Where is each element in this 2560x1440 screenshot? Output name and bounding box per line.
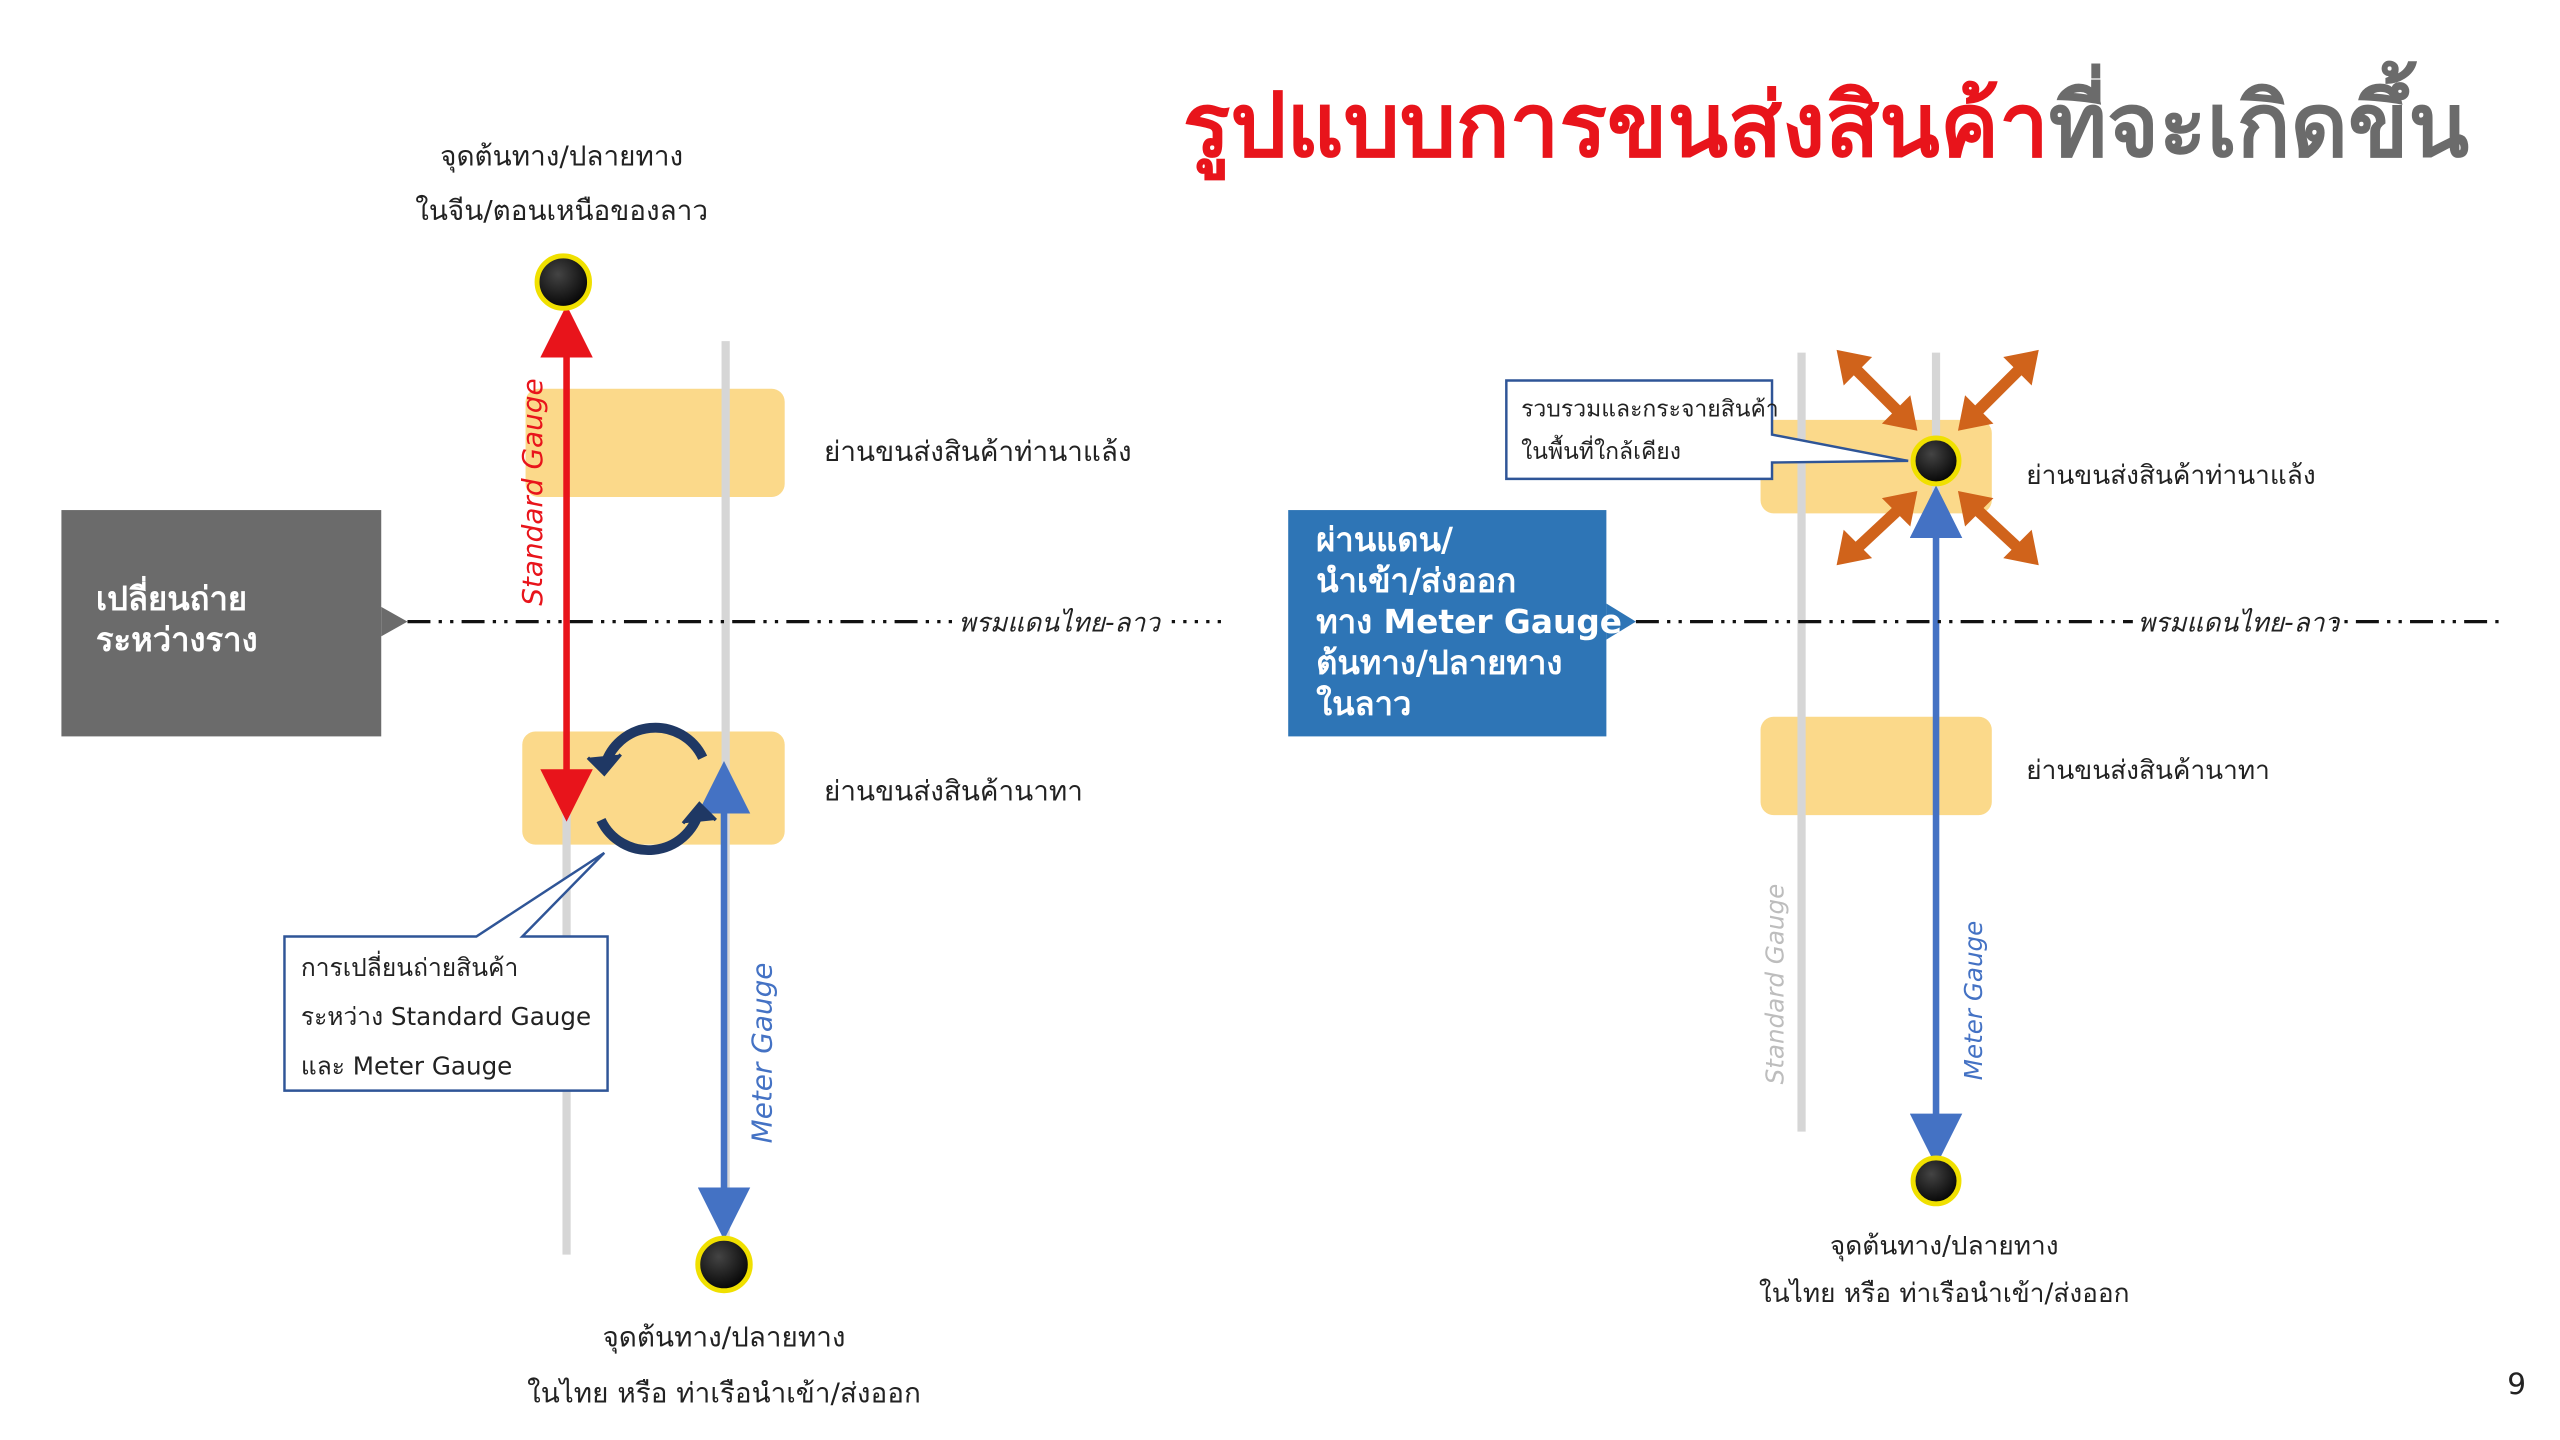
transfer-cycle-icon (586, 722, 717, 856)
right-side-box: ผ่านแดน/ นำเข้า/ส่งออก ทาง Meter Gauge ต… (1288, 510, 1636, 737)
left-diagram: จุดต้นทาง/ปลายทาง ในจีน/ตอนเหนือของลาว S… (61, 140, 1223, 1409)
left-side-box: เปลี่ยนถ่าย ระหว่างราง (61, 510, 408, 737)
right-bottom-origin-line1: จุดต้นทาง/ปลายทาง (1830, 1232, 2059, 1262)
right-side-box-line4: ต้นทาง/ปลายทาง (1316, 644, 1562, 682)
left-side-box-line1: เปลี่ยนถ่าย (96, 575, 247, 618)
left-bottom-node (695, 1235, 753, 1294)
right-bottom-origin-line2: ในไทย หรือ ท่าเรือนำเข้า/ส่งออก (1759, 1278, 2130, 1309)
title-gray-part: ที่จะเกิดขึ้น (2049, 60, 2469, 177)
title-red-part: รูปแบบการขนส่งสินค้า (1183, 74, 2049, 181)
right-zone-bottom (1760, 716, 1992, 816)
right-zone-top-label: ย่านขนส่งสินค้าท่านาแล้ง (2026, 461, 2315, 491)
right-zone-bottom-label: ย่านขนส่งสินค้านาทา (2026, 756, 2270, 786)
distribution-arrows-icon (1836, 349, 2039, 566)
left-callout-line2: ระหว่าง Standard Gauge (301, 1002, 591, 1031)
right-standard-gauge-label: Standard Gauge (1761, 884, 1790, 1085)
left-border-label: พรมแดนไทย-ลาว (959, 607, 1162, 638)
right-top-node (1910, 435, 1962, 487)
meter-gauge-label: Meter Gauge (746, 963, 779, 1144)
left-zone-bottom (522, 731, 785, 845)
right-callout-line1: รวบรวมและกระจายสินค้า (1521, 397, 1779, 423)
left-callout: การเปลี่ยนถ่ายสินค้า ระหว่าง Standard Ga… (283, 851, 609, 1092)
left-bottom-origin-line1: จุดต้นทาง/ปลายทาง (602, 1321, 845, 1355)
page-title: รูปแบบการขนส่งสินค้าที่จะเกิดขึ้น (1183, 60, 2469, 181)
right-side-box-line2: นำเข้า/ส่งออก (1316, 562, 1516, 600)
right-meter-gauge-label: Meter Gauge (1959, 921, 1988, 1081)
right-callout: รวบรวมและกระจายสินค้า ในพื้นที่ใกล้เคียง (1505, 379, 1909, 481)
left-side-box-line2: ระหว่างราง (96, 621, 258, 659)
right-bottom-node (1910, 1155, 1962, 1207)
left-callout-line1: การเปลี่ยนถ่ายสินค้า (301, 950, 518, 982)
left-callout-line3: และ Meter Gauge (301, 1051, 512, 1080)
right-side-box-line5: ในลาว (1316, 684, 1411, 723)
right-callout-line2: ในพื้นที่ใกล้เคียง (1521, 435, 1681, 465)
right-side-box-line1: ผ่านแดน/ (1316, 521, 1453, 559)
right-border-label: พรมแดนไทย-ลาว (2138, 607, 2341, 638)
left-top-origin-line2: ในจีน/ตอนเหนือของลาว (415, 194, 708, 227)
page-number: 9 (2507, 1367, 2526, 1401)
right-side-box-line3: ทาง Meter Gauge (1316, 603, 1622, 641)
standard-gauge-label: Standard Gauge (516, 378, 549, 605)
right-diagram: รวบรวมและกระจายสินค้า ในพื้นที่ใกล้เคียง… (1288, 349, 2502, 1309)
left-bottom-origin-line2: ในไทย หรือ ท่าเรือนำเข้า/ส่งออก (527, 1376, 921, 1409)
left-zone-top-label: ย่านขนส่งสินค้าท่านาแล้ง (824, 435, 1132, 468)
left-zone-bottom-label: ย่านขนส่งสินค้านาทา (824, 774, 1083, 807)
left-top-node (534, 253, 592, 311)
left-top-origin-line1: จุดต้นทาง/ปลายทาง (440, 140, 683, 174)
